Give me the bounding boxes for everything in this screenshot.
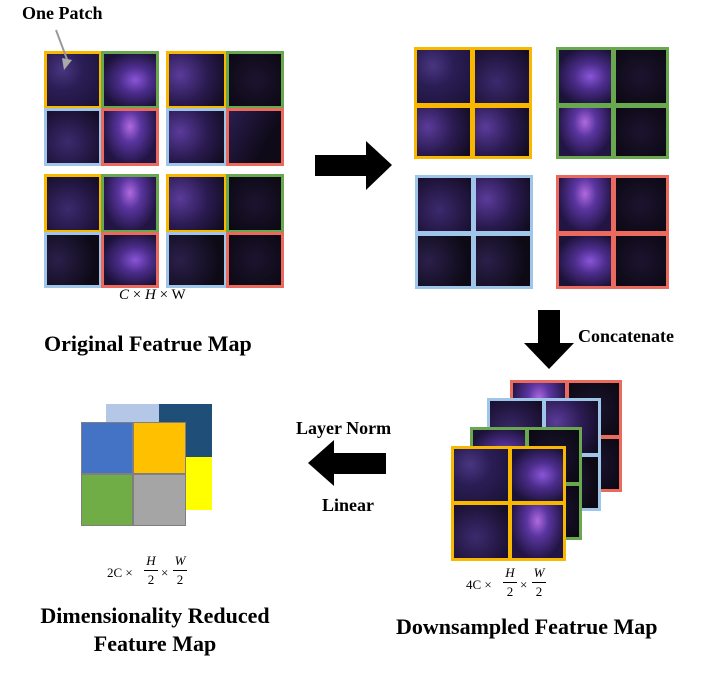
linear-label: Linear: [322, 495, 374, 515]
patch: [44, 232, 102, 288]
downsampled-title: Downsampled Featrue Map: [396, 614, 658, 639]
patch: [472, 105, 532, 159]
patch: [414, 47, 473, 106]
frac-w-num: W: [174, 553, 186, 568]
concatenate-label: Concatenate: [578, 326, 674, 346]
patch: [473, 175, 533, 234]
reduced-cell-blue: [81, 422, 133, 474]
patch: [44, 51, 102, 109]
one-patch-label: One Patch: [22, 3, 103, 23]
patch: [101, 51, 159, 109]
original-dims: C × H × W: [119, 287, 186, 303]
layer-norm-label: Layer Norm: [296, 418, 392, 438]
patch: [101, 174, 159, 233]
patch: [226, 108, 284, 166]
patch: [613, 105, 669, 159]
patch: [415, 175, 474, 234]
stack-layer-yellow-patch: [451, 446, 511, 504]
patch: [166, 174, 227, 233]
patch: [613, 233, 669, 289]
frac-h-num: H: [505, 565, 515, 580]
patch: [472, 47, 532, 106]
frac-den: 2: [176, 572, 184, 587]
patch: [556, 175, 614, 234]
patch: [166, 232, 227, 288]
reduced-cell-yellow: [133, 422, 186, 474]
patch: [101, 232, 159, 288]
one-patch-pointer-head: [62, 58, 72, 70]
frac-den: 2: [147, 572, 155, 587]
patch: [556, 47, 614, 106]
frac-den: 2: [535, 584, 543, 599]
patch: [556, 233, 614, 289]
frac-den: 2: [506, 584, 514, 599]
downsampled-coef: 4C: [466, 577, 482, 592]
reduced-cell-gray: [133, 474, 186, 526]
reduced-coef: 2C: [107, 565, 123, 580]
patch: [226, 51, 284, 109]
down-arrow-icon: [524, 310, 574, 369]
right-arrow-icon: [315, 141, 392, 190]
patch: [613, 175, 669, 234]
reduced-cell-green: [81, 474, 133, 526]
patch: [414, 105, 473, 159]
patch: [226, 174, 284, 233]
patch: [44, 174, 102, 233]
left-arrow-icon: [308, 440, 386, 486]
patch: [415, 233, 474, 289]
reduced-title-line1: Dimensionality Reduced: [40, 603, 270, 628]
stack-layer-yellow-patch: [451, 502, 511, 561]
patch: [166, 51, 227, 109]
original-title: Original Featrue Map: [44, 331, 252, 356]
patch: [166, 108, 227, 166]
one-patch-pointer-line: [55, 29, 69, 63]
frac-w-num: W: [533, 565, 545, 580]
stack-layer-yellow-patch: [509, 502, 566, 561]
patch: [473, 233, 533, 289]
reduced-title-line2: Feature Map: [93, 631, 217, 656]
patch: [613, 47, 669, 106]
patch: [226, 232, 284, 288]
stack-layer-yellow-patch: [509, 446, 566, 504]
patch: [44, 108, 102, 166]
frac-h-num: H: [146, 553, 156, 568]
patch: [101, 108, 159, 166]
patch: [556, 105, 614, 159]
